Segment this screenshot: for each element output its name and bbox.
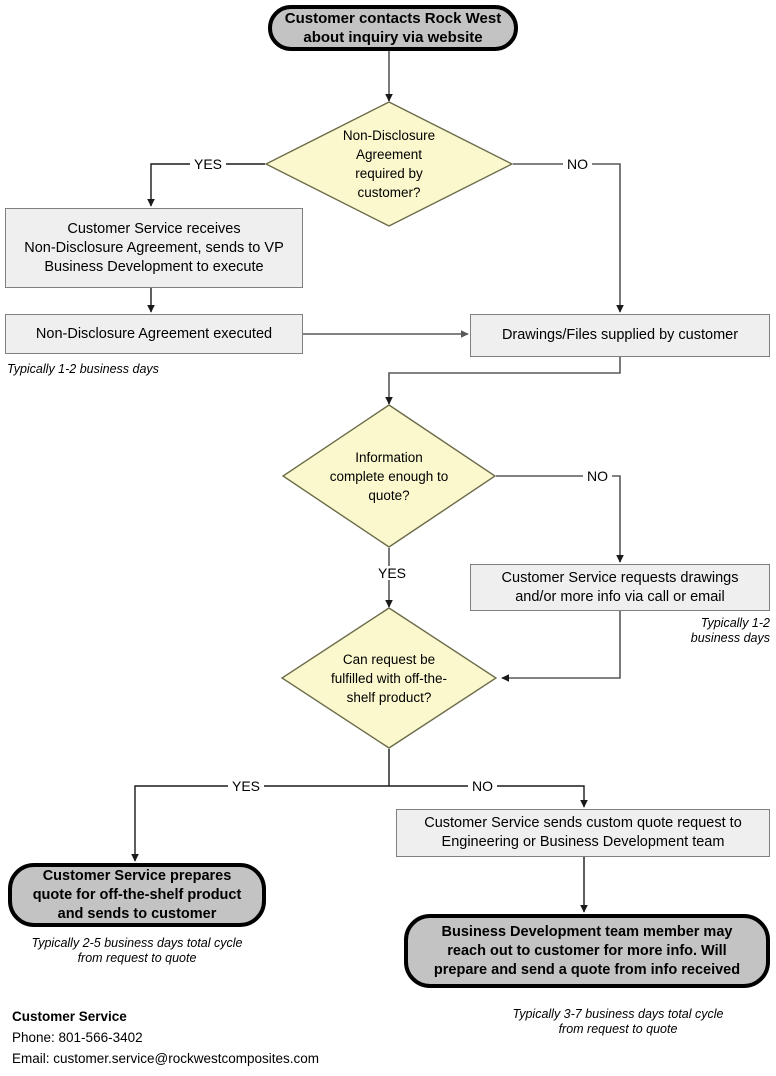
node-info-complete-decision-label: Information complete enough to quote? (329, 449, 449, 503)
node-cs-receives-nda-label: Customer Service receives Non-Disclosure… (24, 220, 284, 275)
node-cs-sends-custom-quote-label: Customer Service sends custom quote requ… (424, 815, 742, 850)
node-bd-reaches-out-label: Business Development team member may rea… (433, 923, 741, 978)
note-more-info-timing: Typically 1-2 business days (690, 616, 770, 645)
edge-label-info-no: NO (583, 469, 612, 483)
node-cs-sends-custom-quote[interactable]: Customer Service sends custom quote requ… (396, 809, 770, 857)
node-cs-prepares-quote[interactable]: Customer Service prepares quote for off-… (8, 863, 266, 927)
note-custom-timing: Typically 3-7 business days total cycle … (512, 1007, 724, 1036)
node-cs-receives-nda[interactable]: Customer Service receives Non-Disclosure… (5, 208, 303, 288)
contact-phone[interactable]: Phone: 801-566-3402 (12, 1030, 143, 1045)
node-start[interactable]: Customer contacts Rock West about inquir… (268, 5, 518, 51)
contact-heading: Customer Service (12, 1009, 127, 1024)
node-off-the-shelf-decision-label: Can request be fulfilled with off-the- s… (330, 651, 448, 705)
wire-info-no (496, 475, 624, 563)
node-drawings-supplied[interactable]: Drawings/Files supplied by customer (470, 314, 770, 357)
node-cs-requests-drawings-label: Customer Service requests drawings and/o… (501, 569, 739, 605)
node-info-complete-decision[interactable]: Information complete enough to quote? (282, 404, 496, 548)
wire-shelf-yes (131, 785, 389, 862)
contact-email[interactable]: Email: customer.service@rockwestcomposit… (12, 1051, 320, 1066)
diamond-shape-info-complete (282, 404, 496, 548)
edge-label-shelf-no: NO (468, 779, 497, 793)
wire-nda-no (513, 163, 624, 313)
node-nda-executed-label: Non-Disclosure Agreement executed (35, 325, 273, 342)
node-cs-prepares-quote-label: Customer Service prepares quote for off-… (32, 867, 242, 922)
wire-drawings-to-info (385, 357, 621, 405)
node-nda-executed[interactable]: Non-Disclosure Agreement executed (5, 314, 303, 354)
node-off-the-shelf-decision[interactable]: Can request be fulfilled with off-the- s… (281, 607, 497, 749)
note-off-shelf-timing: Typically 2-5 business days total cycle … (31, 936, 243, 965)
diamond-shape-nda (265, 101, 513, 227)
node-cs-requests-drawings[interactable]: Customer Service requests drawings and/o… (470, 564, 770, 611)
contact-block: Customer Service Phone: 801-566-3402 Ema… (12, 1006, 319, 1069)
edge-label-nda-no: NO (563, 157, 592, 171)
node-nda-decision[interactable]: Non-Disclosure Agreement required by cus… (265, 101, 513, 227)
edge-label-nda-yes: YES (190, 157, 227, 171)
note-nda-timing: Typically 1-2 business days (7, 362, 159, 376)
diamond-shape-off-the-shelf (281, 607, 497, 749)
node-start-label: Customer contacts Rock West about inquir… (284, 10, 502, 46)
node-bd-reaches-out[interactable]: Business Development team member may rea… (404, 914, 770, 988)
edge-label-shelf-yes: YES (228, 779, 265, 793)
edge-label-info-yes: YES (374, 566, 411, 580)
node-drawings-supplied-label: Drawings/Files supplied by customer (501, 327, 739, 343)
node-nda-decision-label: Non-Disclosure Agreement required by cus… (342, 128, 436, 200)
